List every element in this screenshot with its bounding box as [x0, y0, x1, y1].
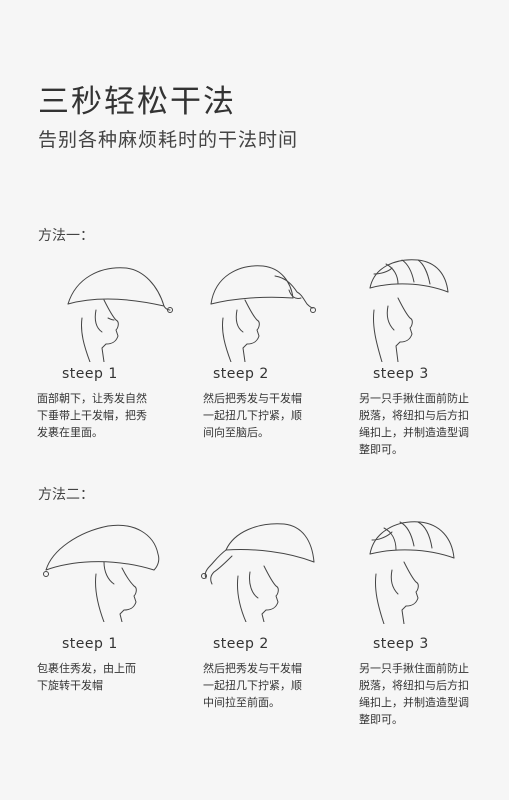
method2-step2-desc: 然后把秀发与干发帽 一起扭几下拧紧，顺 中间拉至前面。	[203, 662, 302, 709]
method1-step3-title: steep 3	[373, 366, 429, 382]
page-subtitle: 告别各种麻烦耗时的干法时间	[38, 129, 299, 151]
method1-step1-title: steep 1	[62, 366, 118, 382]
method1-step2-desc: 然后把秀发与干发帽 一起扭几下拧紧，顺 间向至脑后。	[203, 392, 302, 439]
method1-step3-illustration	[369, 259, 449, 362]
method2-step1-title: steep 1	[62, 636, 118, 652]
method2-step3-illustration	[369, 521, 455, 624]
method1-step2-title: steep 2	[213, 366, 269, 382]
method1-step2-illustration	[210, 265, 316, 362]
method1-step1-illustration	[67, 267, 173, 362]
method1-step1-desc: 面部朝下，让秀发自然 下垂带上干发帽，把秀 发裹在里面。	[37, 392, 147, 439]
page-title: 三秒轻松干法	[38, 84, 236, 120]
method2-step1-desc: 包裹住秀发，由上而 下旋转干发帽	[37, 662, 136, 692]
method2-step3-title: steep 3	[373, 636, 429, 652]
method-2-label: 方法二：	[38, 487, 94, 503]
method2-step1-illustration	[43, 524, 160, 622]
method2-step2-illustration	[201, 523, 315, 622]
method1-step3-desc: 另一只手揪住面前防止 脱落，将纽扣与后方扣 绳扣上，并制造造型调 整即可。	[359, 392, 469, 456]
method-1-label: 方法一：	[38, 228, 94, 244]
method2-step2-title: steep 2	[213, 636, 269, 652]
method2-step3-desc: 另一只手揪住面前防止 脱落，将纽扣与后方扣 绳扣上，并制造造型调 整即可。	[359, 662, 469, 726]
